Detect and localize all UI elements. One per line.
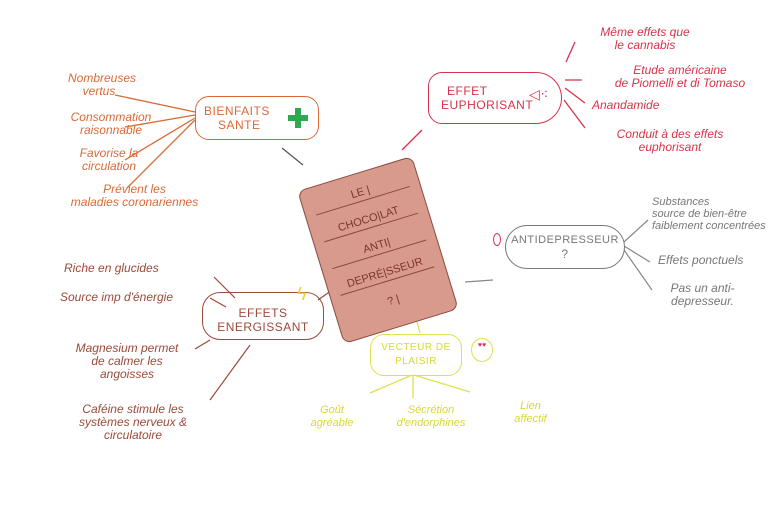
node-effet-euphorisant: EFFET EUPHORISANT ◁⁖ (428, 72, 562, 124)
node-title: VECTEUR DE (381, 342, 451, 353)
node-title: EUPHORISANT (441, 98, 534, 112)
leaf-text: Source imp d'énergie (60, 290, 174, 304)
heart-eyes-smiley-icon: ♥♥ (471, 338, 493, 362)
leaf-text: Anandamide (592, 98, 660, 112)
lightning-icon: ϟ (296, 284, 307, 304)
leaf-text: Effets ponctuels (658, 253, 744, 267)
leaf-text: Pas un anti-depresseur. (670, 281, 735, 308)
node-bienfaits-sante: BIENFAITS SANTE (195, 96, 319, 140)
node-title: BIENFAITS (204, 104, 270, 118)
red-mark-icon (493, 233, 501, 246)
node-title: ENERGISSANT (217, 320, 309, 334)
node-vecteur-plaisir: VECTEUR DE PLAISIR (370, 334, 462, 376)
node-title: EFFET (447, 84, 488, 98)
node-title: PLAISIR (395, 356, 437, 367)
megaphone-icon: ◁⁖ (529, 86, 549, 102)
node-effets-energisant: EFFETS ENERGISSANT ϟ (202, 285, 324, 340)
node-antidepresseur: ANTIDEPRESSEUR ? (505, 225, 625, 269)
green-cross-icon (288, 108, 308, 128)
node-title: ? (561, 247, 569, 261)
node-title: SANTE (218, 118, 261, 132)
node-title: EFFETS (238, 306, 288, 320)
leaf-text: Riche en glucides (64, 261, 159, 275)
node-title: ANTIDEPRESSEUR (511, 234, 619, 246)
